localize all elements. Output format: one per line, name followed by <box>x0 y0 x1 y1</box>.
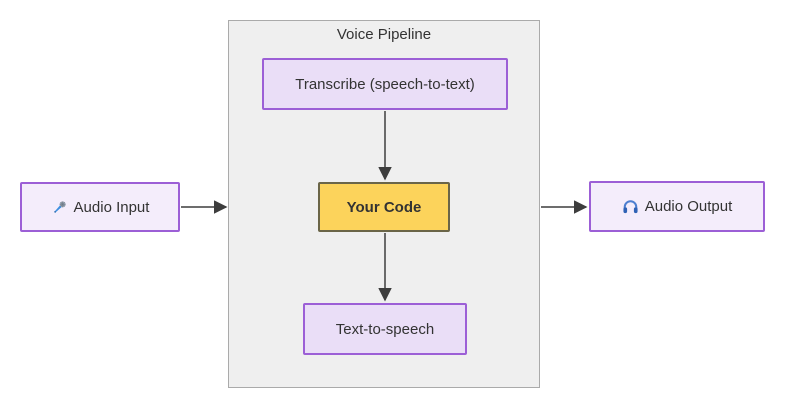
node-audio-output: Audio Output <box>589 181 765 232</box>
node-label: Your Code <box>346 198 422 216</box>
node-text-to-speech: Text-to-speech <box>303 303 467 355</box>
headphones-icon <box>622 198 639 215</box>
node-label: Text-to-speech <box>335 320 435 338</box>
node-audio-input: Audio Input <box>20 182 180 232</box>
node-your-code: Your Code <box>318 182 450 232</box>
node-label: Audio Output <box>644 198 733 215</box>
node-label: Audio Input <box>73 198 150 216</box>
microphone-icon <box>51 199 68 216</box>
node-transcribe: Transcribe (speech-to-text) <box>262 58 508 110</box>
node-label: Transcribe (speech-to-text) <box>295 75 475 93</box>
voice-pipeline-title: Voice Pipeline <box>336 26 432 43</box>
